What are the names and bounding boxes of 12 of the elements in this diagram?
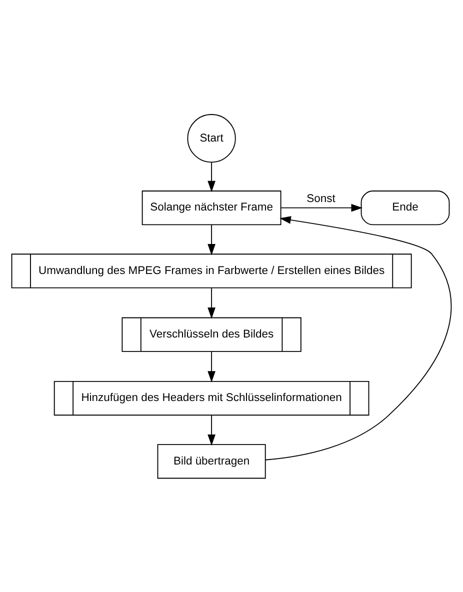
arrow	[280, 203, 362, 212]
arrow	[208, 287, 216, 318]
node-box: Ende	[360, 190, 450, 225]
node-box: Bild übertragen	[157, 444, 266, 478]
node-box: Solange nächster Frame	[142, 190, 282, 225]
arrow	[208, 350, 216, 382]
node-circle: Start	[187, 114, 236, 162]
arrow	[208, 161, 216, 192]
arrow	[208, 414, 216, 446]
arrow	[208, 224, 216, 255]
edge-label: Sonst	[306, 192, 336, 204]
arrow	[265, 216, 452, 460]
